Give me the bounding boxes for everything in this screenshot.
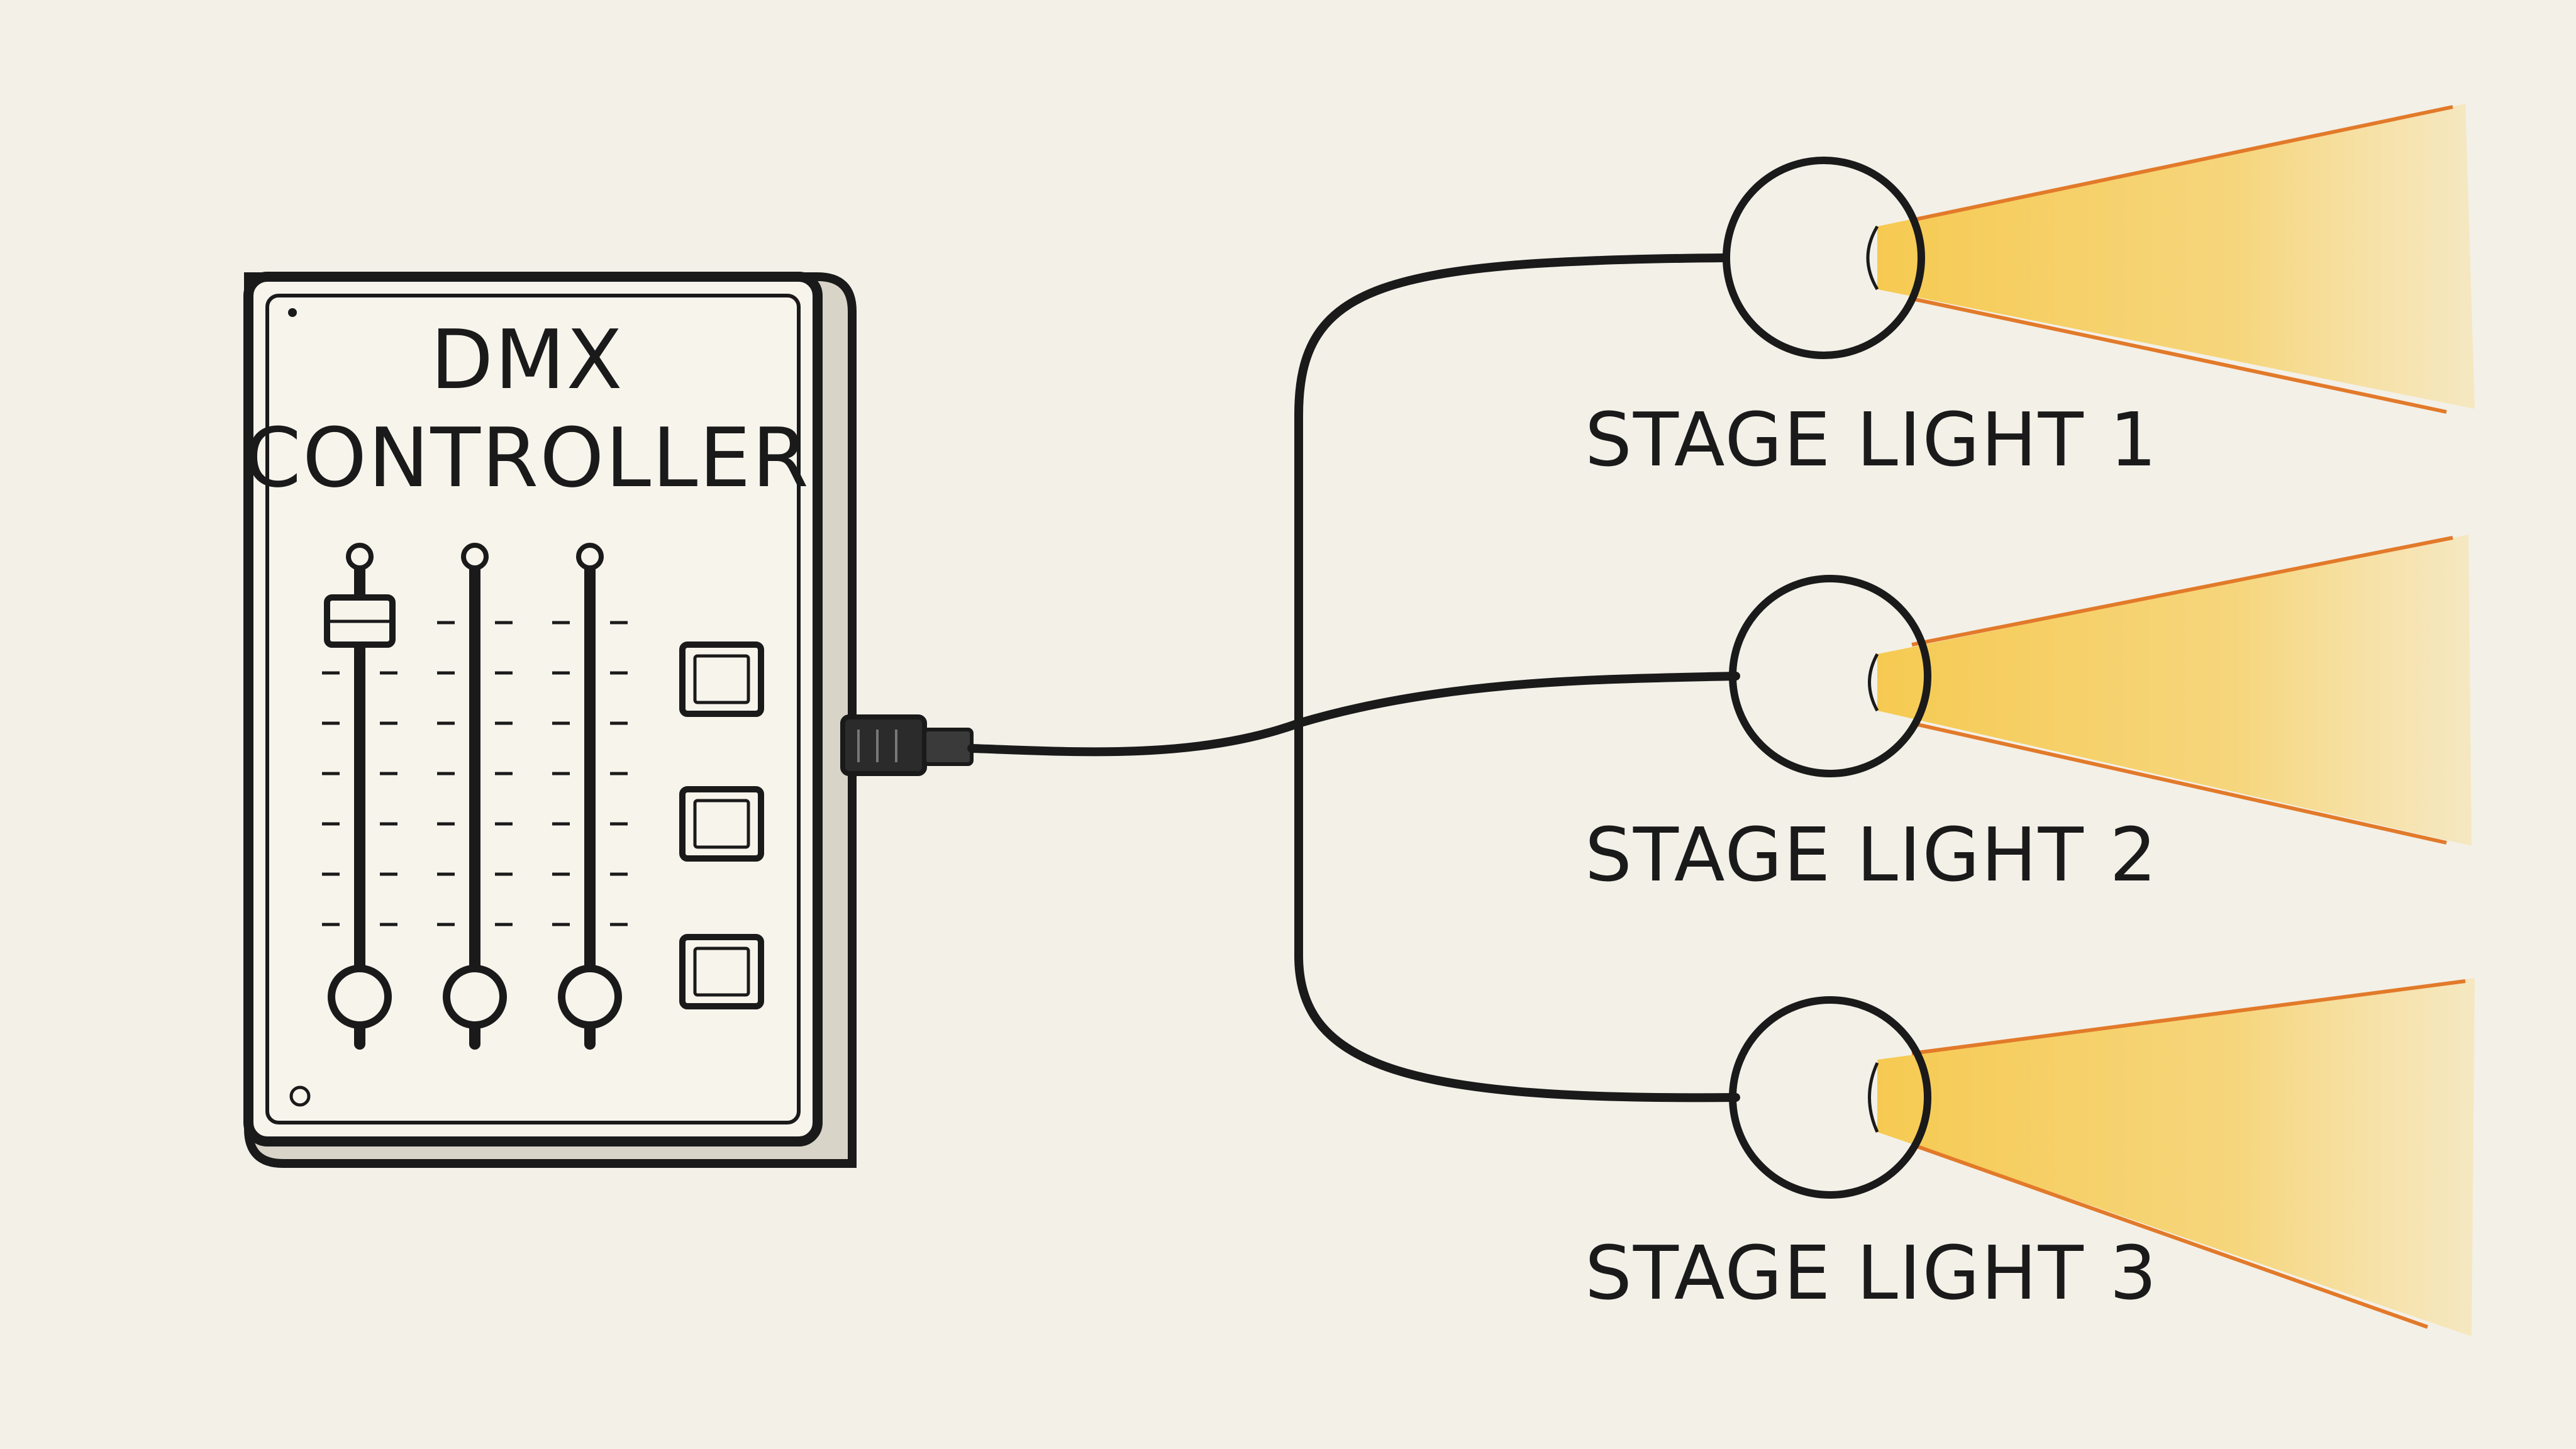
cable-network (967, 253, 1740, 1102)
stage-light-1 (1723, 157, 1925, 359)
dmx-connector-icon (840, 714, 974, 776)
controller-button-3[interactable] (679, 934, 764, 1009)
fader-knob[interactable] (443, 965, 507, 1029)
cable-to-light-1 (1294, 253, 1728, 728)
controller-button-1[interactable] (679, 641, 764, 717)
stage-light-icon (1729, 575, 1931, 777)
controller-title-line2: CONTROLLER (244, 410, 810, 506)
screw-icon (289, 1085, 311, 1107)
controller-button-2[interactable] (679, 786, 764, 862)
fader-knob[interactable] (328, 965, 392, 1029)
light-beam-2 (1877, 535, 2472, 846)
stage-light-3 (1729, 996, 1931, 1199)
stage-light-2 (1729, 575, 1931, 777)
controller-title-line1: DMX (430, 312, 623, 408)
dmx-controller: DMX CONTROLLER (243, 272, 974, 1168)
stage-light-icon (1723, 157, 1925, 359)
stage-light-label-2: STAGE LIGHT 2 (1585, 811, 2158, 898)
stage-light-icon (1729, 996, 1931, 1199)
light-beam-1 (1877, 104, 2475, 414)
light-beam-3 (1877, 978, 2475, 1336)
stage-light-label-3: STAGE LIGHT 3 (1585, 1230, 2158, 1316)
fader-2[interactable] (437, 543, 513, 1050)
fader-3[interactable] (552, 543, 628, 1050)
fader-1[interactable] (322, 543, 397, 1050)
stage-light-label-1: STAGE LIGHT 1 (1585, 396, 2158, 483)
main-cable (967, 672, 1740, 757)
fader-knob[interactable] (558, 965, 622, 1029)
cable-to-light-3 (1294, 719, 1740, 1102)
screw-icon (288, 308, 297, 317)
